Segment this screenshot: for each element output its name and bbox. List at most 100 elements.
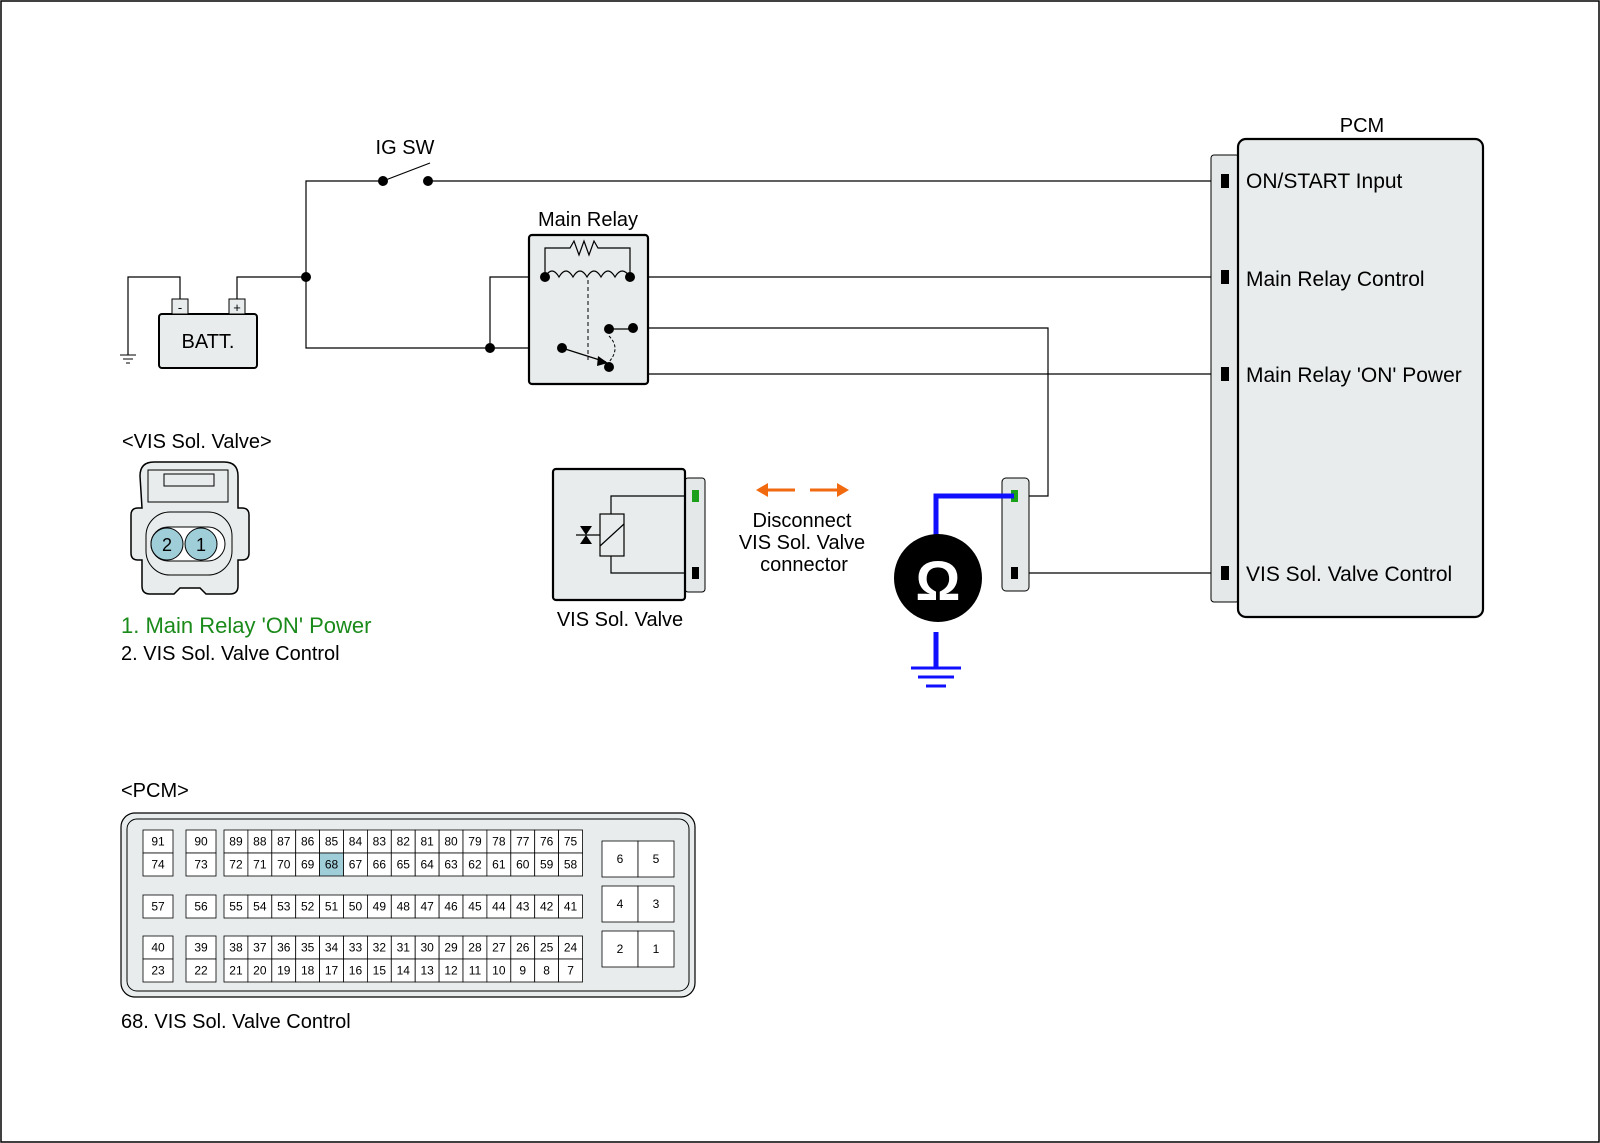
pcm-pin	[601, 930, 639, 968]
pcm-pin-label: 73	[194, 858, 208, 872]
pcm-pin-label: 81	[420, 835, 434, 849]
pcm-legend: 68. VIS Sol. Valve Control	[121, 1011, 351, 1033]
pcm-pin-label: 69	[301, 858, 315, 872]
pcm-terminal-main-relay-on-power: Main Relay 'ON' Power	[1246, 364, 1462, 387]
pcm-pin-label: 15	[373, 964, 387, 978]
pcm-pin-label: 20	[253, 964, 267, 978]
disconnect-arrows-icon	[756, 483, 849, 497]
pcm-pin	[142, 852, 174, 877]
battery	[158, 298, 258, 369]
pcm-pin-label: 2	[617, 942, 624, 956]
pcm-terminal-main-relay-control: Main Relay Control	[1246, 268, 1425, 291]
pcm-label: PCM	[1340, 115, 1384, 137]
pcm-pin-label: 70	[277, 858, 291, 872]
pcm-pin-label: 63	[444, 858, 458, 872]
relay-resistor-icon	[544, 239, 631, 277]
pcm-pin-label: 55	[229, 900, 243, 914]
pcm-pin	[558, 894, 583, 919]
pcm-pin-label: 79	[468, 835, 482, 849]
harness-terminal-green	[1011, 490, 1018, 502]
pcm-pin-label: 22	[194, 964, 208, 978]
pcm-pin-label: 35	[301, 941, 315, 955]
ohmmeter-probe-wire	[933, 493, 1014, 548]
valve-terminal-black	[692, 567, 699, 579]
pcm-pin-label: 40	[151, 941, 165, 955]
pcm-connector-title: <PCM>	[121, 780, 189, 802]
pcm-pin-label: 80	[444, 835, 458, 849]
pcm-pin-label: 60	[516, 858, 530, 872]
battery-negative-sign: -	[178, 300, 182, 315]
pcm-pin-label: 53	[277, 900, 291, 914]
ig-sw-label: IG SW	[376, 137, 435, 159]
disconnect-label-line2: VIS Sol. Valve	[739, 532, 865, 554]
pcm-pin	[637, 885, 675, 923]
pcm-pin	[558, 958, 583, 983]
pcm-terminal-on-start: ON/START Input	[1246, 170, 1403, 193]
pcm-pin-label: 28	[468, 941, 482, 955]
pcm-pin-label: 84	[349, 835, 363, 849]
pcm-pin-label: 67	[349, 858, 363, 872]
pcm-pin-label: 17	[325, 964, 339, 978]
pcm-pin-label: 59	[540, 858, 554, 872]
battery-positive-terminal	[228, 298, 246, 315]
pcm-pin-label: 29	[444, 941, 458, 955]
pcm-pin-label: 49	[373, 900, 387, 914]
pcm-pin-label: 21	[229, 964, 243, 978]
pcm-pin-label: 1	[653, 942, 660, 956]
battery-label: BATT.	[182, 331, 235, 353]
pcm-pin-label: 16	[349, 964, 363, 978]
pcm-pin-label: 23	[151, 964, 165, 978]
pcm-pin-label: 30	[420, 941, 434, 955]
pcm-pin-label: 43	[516, 900, 530, 914]
pcm-pin-label: 87	[277, 835, 291, 849]
pcm-pin-label: 77	[516, 835, 530, 849]
pcm-pin-label: 4	[617, 897, 624, 911]
pcm-pin	[637, 930, 675, 968]
junction-dot	[485, 343, 495, 353]
pcm-pin-label: 5	[653, 852, 660, 866]
pcm-pin-label: 25	[540, 941, 554, 955]
disconnect-label-line3: connector	[760, 554, 848, 576]
vis-valve-component	[551, 467, 706, 602]
pcm-terminal-vis-control: VIS Sol. Valve Control	[1246, 563, 1452, 586]
pcm-pin-label: 27	[492, 941, 506, 955]
pcm-pin-label: 85	[325, 835, 339, 849]
pcm-pin-label: 42	[540, 900, 554, 914]
vis-legend-2: 2. VIS Sol. Valve Control	[121, 643, 340, 665]
pcm-pin-label: 82	[397, 835, 411, 849]
pcm-pin-label: 61	[492, 858, 506, 872]
pcm-pin	[142, 894, 174, 919]
pcm-pin-label: 76	[540, 835, 554, 849]
vis-valve-label: VIS Sol. Valve	[557, 609, 683, 631]
pcm-pin-label: 39	[194, 941, 208, 955]
pcm-pin-label: 75	[564, 835, 578, 849]
pcm-pin-label: 7	[567, 964, 574, 978]
pcm-pin-label: 83	[373, 835, 387, 849]
main-relay-on-power-wire	[632, 328, 1218, 375]
pcm-pin-label: 9	[519, 964, 526, 978]
pcm-pin-label: 34	[325, 941, 339, 955]
battery-positive-wire	[236, 276, 306, 299]
pcm-pin-label: 19	[277, 964, 291, 978]
pcm-pin-label: 52	[301, 900, 315, 914]
pcm-pin-label: 41	[564, 900, 578, 914]
ig-sw-wire	[305, 180, 383, 277]
pcm-pin-label: 12	[444, 964, 458, 978]
main-relay	[527, 233, 650, 386]
pcm-pin-label: 50	[349, 900, 363, 914]
pcm-pin-label: 24	[564, 941, 578, 955]
relay-coil-icon	[544, 270, 631, 279]
pcm-pin-label: 8	[543, 964, 550, 978]
pcm-pin	[142, 958, 174, 983]
pcm-pin-label: 62	[468, 858, 482, 872]
pcm-pin	[601, 840, 639, 878]
junction-dot	[301, 272, 311, 282]
pcm-terminal	[1221, 566, 1229, 580]
vis-pin-1	[184, 527, 218, 561]
pcm-pin-label: 48	[397, 900, 411, 914]
pcm-terminal	[1221, 270, 1229, 284]
ohmmeter-ground-icon	[911, 666, 961, 688]
